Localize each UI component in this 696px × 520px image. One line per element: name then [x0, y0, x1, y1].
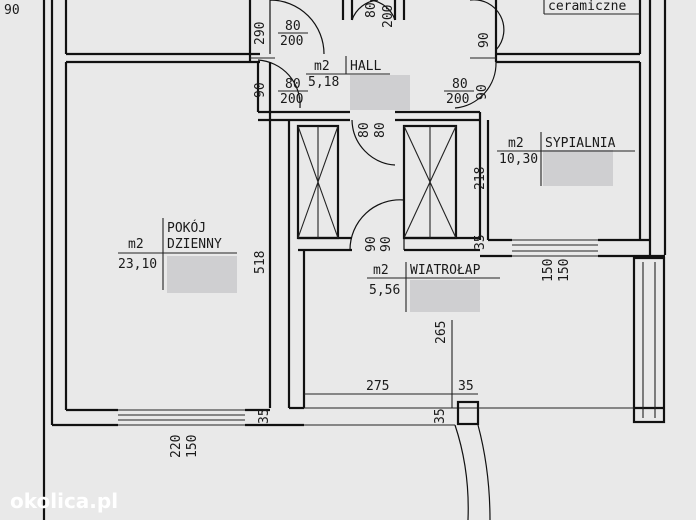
closet-marks: [297, 125, 457, 239]
hall-area: 5,18: [308, 75, 339, 90]
hall-name: HALL: [350, 59, 381, 74]
ceramic-label: ceramiczne: [548, 0, 626, 14]
redaction-blocks: [167, 75, 613, 312]
wiatrolap-unit: m2: [373, 263, 389, 278]
door-top-mid-height: 200: [381, 5, 396, 28]
room-labels: m2 HALL 5,18 m2 SYPIALNIA 10,30 POKÓJ m2…: [118, 56, 635, 312]
dim-80-hall: 80: [357, 122, 372, 138]
door-hall-left-width: 80: [285, 77, 301, 92]
dim-150-b: 150: [557, 259, 572, 282]
door-hall-right-height: 200: [446, 92, 469, 107]
sypialnia-area: 10,30: [499, 152, 538, 167]
wiatrolap-area: 5,56: [369, 283, 400, 298]
dim-35-a: 35: [473, 234, 488, 250]
sypialnia-name: SYPIALNIA: [545, 136, 616, 151]
dim-518: 518: [253, 251, 268, 274]
pokoj-name-line2: DZIENNY: [167, 237, 222, 252]
door-top-mid-width: 80: [364, 2, 379, 18]
dim-90-a: 90: [253, 82, 268, 98]
wiatrolap-name: WIATROŁAP: [410, 263, 481, 278]
dim-150-c: 150: [185, 435, 200, 458]
dim-265: 265: [434, 321, 449, 344]
dim-220: 220: [169, 435, 184, 458]
pokoj-area: 23,10: [118, 257, 157, 272]
door-labels: 80 200 80 200 80 200 80 200: [278, 2, 474, 107]
dim-90-b: 90: [477, 32, 492, 48]
sypialnia-unit: m2: [508, 136, 524, 151]
door-top-left-width: 80: [285, 19, 301, 34]
pokoj-name-line1: POKÓJ: [167, 220, 206, 236]
top-left-dimension: 90: [4, 3, 20, 18]
door-hall-right-width: 80: [452, 77, 468, 92]
dim-90-w2: 90: [379, 236, 394, 252]
hall-unit: m2: [314, 59, 330, 74]
dim-35-b: 35: [458, 379, 474, 394]
dim-35-d: 35: [257, 408, 272, 424]
dim-35-c: 35: [433, 408, 448, 424]
door-top-left-height: 200: [280, 34, 303, 49]
dim-290: 290: [253, 22, 268, 45]
dim-90-w1: 90: [364, 236, 379, 252]
door-hall-left-height: 200: [280, 92, 303, 107]
dimension-labels: 290 90 90 90 80 80 218 518 90 90 35 150 …: [169, 22, 572, 458]
door-swings: [250, 0, 505, 520]
dim-275: 275: [366, 379, 389, 394]
windows: [118, 239, 656, 426]
dim-90-c: 90: [475, 84, 490, 100]
watermark: okolica.pl: [10, 489, 118, 513]
pokoj-unit: m2: [128, 237, 144, 252]
dim-218: 218: [473, 167, 488, 190]
dim-80-hall-b: 80: [373, 122, 388, 138]
dim-150-a: 150: [541, 259, 556, 282]
